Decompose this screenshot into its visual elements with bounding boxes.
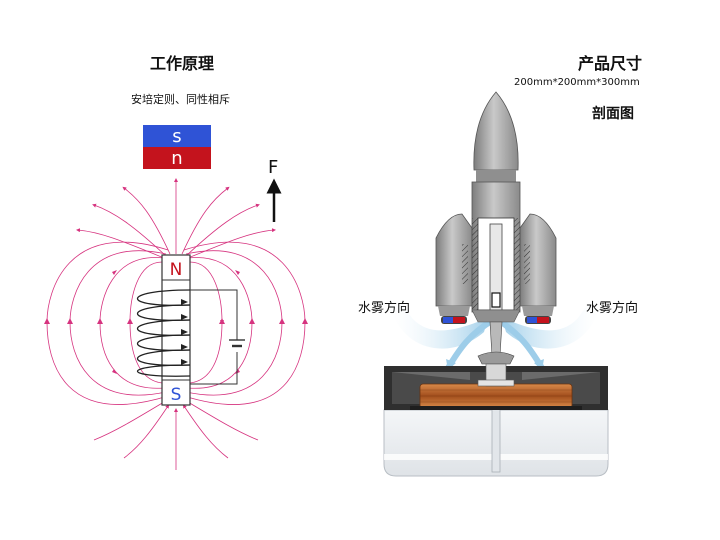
magnet-top-label: s: [172, 126, 181, 147]
base-unit: [383, 363, 609, 477]
coil-south-label: S: [171, 385, 182, 405]
section-view-label: 剖面图: [592, 106, 634, 122]
principle-subtitle: 安培定则、同性相斥: [131, 93, 230, 106]
rocket: [435, 91, 557, 365]
mist-direction-right-label: 水雾方向: [586, 301, 639, 316]
product-size-title: 产品尺寸: [578, 54, 643, 73]
coil-current-arrows: [181, 299, 188, 365]
coil-north-label: N: [170, 260, 183, 280]
magnet-bottom-label: n: [171, 148, 182, 169]
permanent-magnet: s n: [143, 125, 211, 169]
battery-circuit: [190, 289, 245, 385]
principle-title: 工作原理: [150, 54, 215, 73]
force-label: F: [268, 157, 279, 178]
product-size-value: 200mm*200mm*300mm: [514, 77, 640, 88]
electromagnet: N S: [161, 254, 191, 406]
coil-windings: [137, 289, 191, 377]
mist-direction-left-label: 水雾方向: [358, 301, 411, 316]
